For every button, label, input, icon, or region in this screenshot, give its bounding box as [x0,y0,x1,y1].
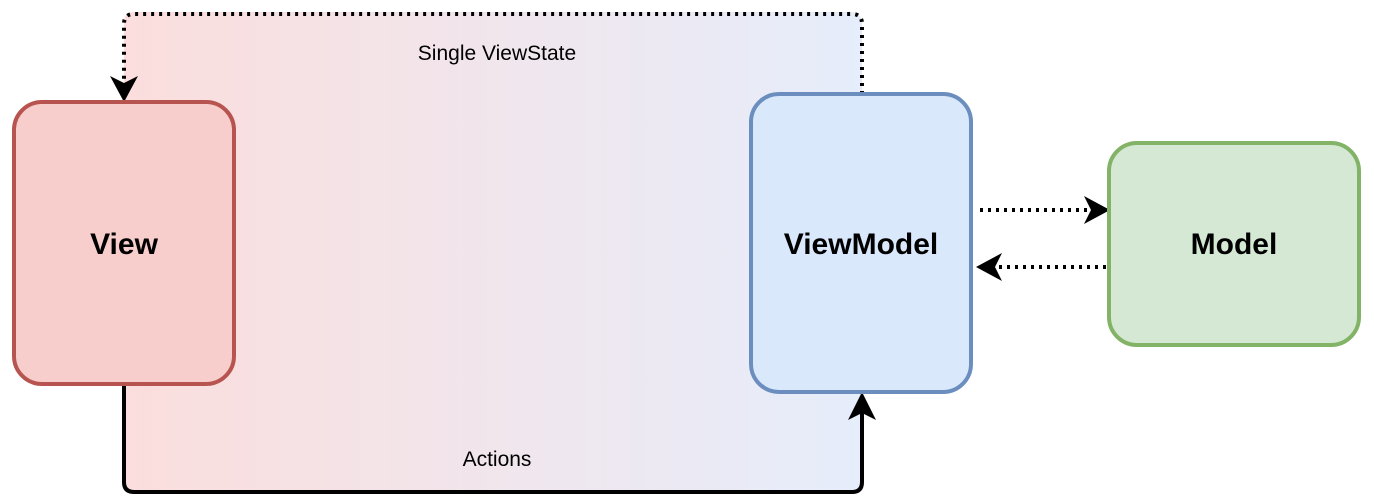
viewmodel-label: ViewModel [784,228,938,261]
model-label: Model [1191,228,1278,261]
actions-arrowhead [848,392,876,420]
single-viewstate-label: Single ViewState [418,42,576,65]
model-box [1107,141,1361,347]
actions-edge [122,384,864,494]
actions-label: Actions [463,448,532,471]
viewmodel-node: ViewModel [749,92,973,394]
model-to-viewmodel-arrowhead [976,253,1002,281]
view-label: View [90,228,158,261]
flow-background-region [124,12,862,490]
view-node: View [12,100,236,386]
single-viewstate-edge [122,12,864,94]
viewmodel-box [749,92,973,394]
viewmodel-to-model-arrowhead [1084,196,1110,224]
single-viewstate-arrowhead [110,76,138,102]
view-box [12,100,236,386]
model-node: Model [1107,141,1361,347]
